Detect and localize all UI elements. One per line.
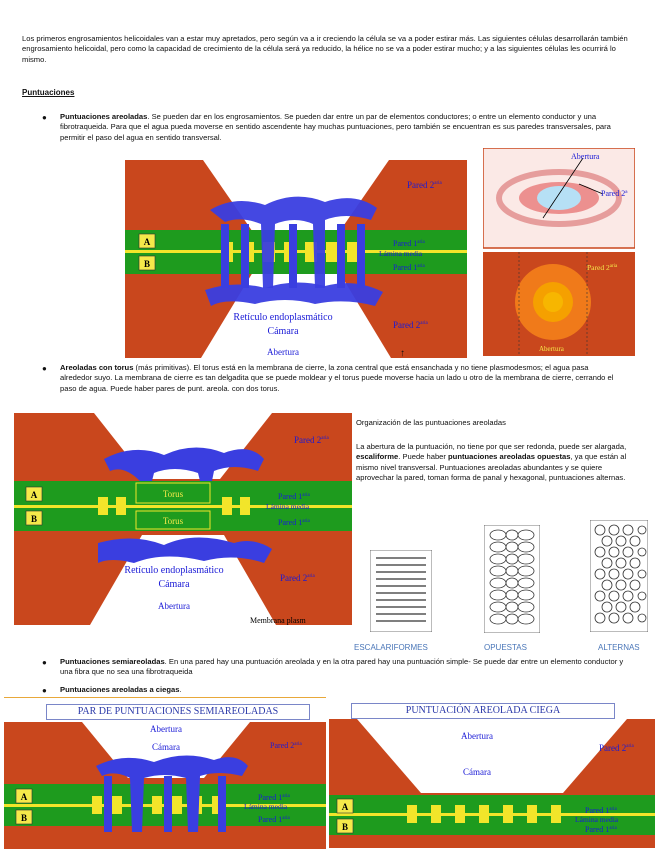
pattern-opposite: [484, 525, 540, 633]
org-p1-b: . Puede haber: [398, 452, 449, 462]
ciega-title: Puntuaciones areoladas a ciegas: [60, 685, 180, 694]
label-pared1-top: Pared 1aria: [393, 239, 425, 248]
torus-label-lamina: Lámina media: [266, 502, 310, 511]
diagram-areolate-pit: A B Pared 2aria Pared 1aria Lámina media…: [125, 160, 467, 358]
semi-label-lamina: Lámina media: [244, 802, 288, 811]
semi-label-pared1-top: Pared 1aria: [258, 793, 290, 802]
blind-label-pared1-bot: Pared 1aria: [585, 825, 617, 834]
diagram-torus-pit: A B Torus Torus Pared 2aria Pared 1aria …: [14, 413, 352, 625]
caption-opuestas: OPUESTAS: [484, 643, 527, 652]
semi-label-b: B: [21, 813, 27, 823]
bullet-areoladas: Puntuaciones areoladas. Se pueden dar en…: [60, 112, 620, 143]
torus-title: Areoladas con torus: [60, 363, 134, 372]
blind-pit-title: PUNTUACIÓN AREOLADA CIEGA: [351, 703, 615, 719]
semi-label-camara: Cámara: [152, 742, 180, 752]
torus-label-a: A: [31, 490, 38, 500]
blind-label-pared2: Pared 2aria: [599, 743, 635, 753]
torus-label-pared2-top: Pared 2aria: [294, 435, 330, 445]
label-pared2-bot: Pared 2aria: [393, 320, 429, 330]
bullet-icon: ●: [42, 658, 47, 667]
section-title: Puntuaciones: [22, 88, 75, 97]
org-p1-c: , ya que están al mismo nivel transversa…: [356, 452, 627, 483]
semi-label-pared1-bot: Pared 1aria: [258, 815, 290, 824]
torus-label-b: B: [31, 514, 37, 524]
label-a: A: [144, 237, 151, 247]
areoladas-title: Puntuaciones areoladas: [60, 112, 148, 121]
label-pared2-top: Pared 2aria: [407, 180, 443, 190]
blind-label-lamina: Lámina media: [575, 815, 619, 824]
torus-label-reticulo: Retículo endoplasmático: [124, 565, 223, 576]
org-p1-bold1: escaliforme: [356, 452, 399, 462]
semi-text: . En una pared hay una puntuación areola…: [60, 657, 624, 677]
org-title: Organización de las puntuaciones areolad…: [356, 418, 506, 427]
pattern-escalariform: [370, 550, 432, 632]
blind-label-camara: Cámara: [463, 767, 491, 777]
org-p1: La abertura de la puntuación, no tiene p…: [356, 442, 627, 451]
semiareolate-svg: A B Abertura Cámara Pared 2aria Pared 1a…: [4, 722, 326, 849]
semiareolate-title: PAR DE PUNTUACIONES SEMIAREOLADAS: [46, 704, 310, 720]
side-label-abertura-low: Abertura: [539, 345, 565, 353]
label-lamina: Lámina media: [379, 249, 423, 258]
bullet-ciegas: Puntuaciones areoladas a ciegas.: [60, 685, 620, 695]
semi-title: Puntuaciones semiareoladas: [60, 657, 165, 666]
label-b: B: [144, 259, 150, 269]
diagram-semiareolate-wrapper: PAR DE PUNTUACIONES SEMIAREOLADAS A B Ab…: [4, 697, 326, 849]
torus-label-abertura: Abertura: [158, 601, 190, 611]
diagram-blind-pit-wrapper: PUNTUACIÓN AREOLADA CIEGA A B Abertura C…: [329, 703, 655, 848]
torus-label-pared1-top: Pared 1aria: [278, 492, 310, 501]
bullet-icon: ●: [42, 686, 47, 695]
bullet-torus: Areoladas con torus (más primitivas). El…: [60, 363, 622, 394]
torus-text: (más primitivas). El torus está en la me…: [60, 363, 614, 393]
blind-label-abertura: Abertura: [461, 731, 493, 741]
label-camara: Cámara: [267, 326, 299, 337]
torus-label-pared1-bot: Pared 1aria: [278, 518, 310, 527]
bullet-icon: ●: [42, 364, 47, 373]
bullet-icon: ●: [42, 113, 47, 122]
bullet-semiareoladas: Puntuaciones semiareoladas. En una pared…: [60, 657, 630, 678]
pattern-alternate: [590, 520, 648, 632]
diagram-pit-face-view: Abertura Pared 2ª Pared 2aria Abertura: [483, 148, 635, 356]
side-label-abertura: Abertura: [571, 152, 600, 161]
side-label-pared2-low: Pared 2aria: [587, 263, 618, 272]
arrow-up-icon: ↑: [400, 348, 405, 359]
label-torus-1: Torus: [163, 489, 184, 499]
label-reticulo: Retículo endoplasmático: [233, 312, 332, 323]
blind-label-a: A: [342, 802, 349, 812]
caption-alternas: ALTERNAS: [598, 643, 640, 652]
areoladas-text: . Se pueden dar en los engrosamientos. S…: [60, 112, 611, 142]
label-torus-2: Torus: [163, 516, 184, 526]
intro-paragraph: Los primeros engrosamientos helicoidales…: [22, 34, 628, 64]
semi-label-pared2: Pared 2aria: [270, 741, 302, 750]
torus-label-camara: Cámara: [158, 579, 190, 590]
org-paragraph: La abertura de la puntuación, no tiene p…: [356, 442, 641, 484]
blind-pit-svg: A B Abertura Cámara Pared 2aria Pared 1a…: [329, 719, 655, 848]
blind-label-b: B: [342, 822, 348, 832]
semi-label-a: A: [21, 792, 28, 802]
ciega-text: .: [179, 685, 182, 694]
blind-label-pared1-top: Pared 1aria: [585, 806, 617, 815]
org-p1-bold2: puntuaciones areoladas opuestas: [448, 452, 571, 462]
side-label-pared2: Pared 2ª: [601, 189, 628, 198]
label-pared1-bot: Pared 1aria: [393, 263, 425, 272]
torus-label-membrana: Membrana plasm: [250, 616, 307, 625]
torus-label-pared2-bot: Pared 2aria: [280, 573, 316, 583]
caption-escalariformes: ESCALARIFORMES: [354, 643, 428, 652]
label-abertura: Abertura: [267, 347, 299, 357]
semi-label-abertura: Abertura: [150, 724, 182, 734]
